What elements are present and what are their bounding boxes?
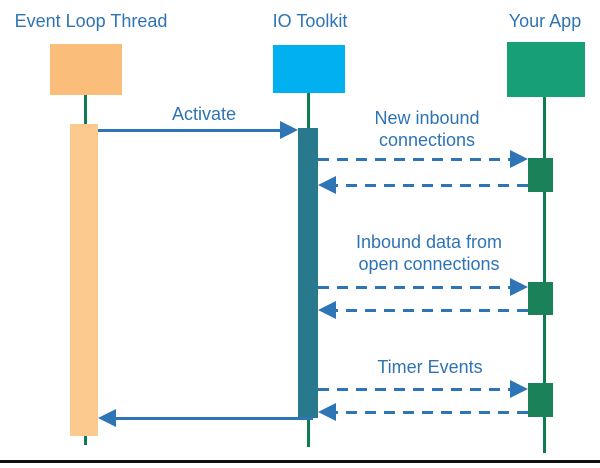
lifeline-event-loop-thread-top (84, 95, 87, 125)
actor-box-your-app (507, 42, 585, 97)
activation-bar-io-toolkit (298, 128, 318, 418)
lifeline-your-app (543, 97, 546, 453)
arrow-timer-events-reply-line (336, 411, 528, 414)
activation-box-your-app-3 (528, 383, 553, 417)
message-label-activate: Activate (171, 104, 237, 124)
arrow-new-inbound-request-head-icon (510, 150, 528, 168)
actor-box-io-toolkit (273, 45, 345, 93)
bottom-border-rule (0, 460, 600, 463)
arrow-inbound-data-reply-line (336, 309, 528, 312)
activation-box-your-app-1 (528, 158, 553, 192)
arrow-activate-head-icon (280, 121, 298, 139)
actor-label-your-app: Your App (508, 11, 582, 31)
actor-box-event-loop-thread (50, 44, 122, 95)
activation-box-your-app-2 (528, 282, 553, 315)
lifeline-io-toolkit-top (307, 93, 310, 131)
arrow-new-inbound-reply-head-icon (318, 176, 336, 194)
arrow-timer-events-request-head-icon (510, 380, 528, 398)
lifeline-io-toolkit-bottom (307, 417, 310, 447)
arrow-return-head-icon (98, 409, 116, 427)
arrow-new-inbound-request-line (318, 158, 510, 161)
arrow-inbound-data-request-head-icon (510, 278, 528, 296)
arrow-inbound-data-request-line (318, 286, 510, 289)
message-label-new-inbound-connections: New inbound connections (374, 108, 480, 150)
arrow-activate-line (98, 129, 280, 132)
arrow-timer-events-reply-head-icon (318, 403, 336, 421)
lifeline-event-loop-thread-bottom (84, 435, 87, 445)
arrow-new-inbound-reply-line (336, 184, 528, 187)
actor-label-event-loop-thread: Event Loop Thread (14, 11, 168, 31)
arrow-return-line (116, 417, 313, 420)
message-label-inbound-data: Inbound data from open connections (355, 232, 503, 274)
message-label-timer-events: Timer Events (377, 357, 483, 377)
arrow-timer-events-request-line (318, 388, 510, 391)
actor-label-io-toolkit: IO Toolkit (272, 11, 348, 31)
activation-bar-event-loop-thread (70, 124, 98, 436)
arrow-inbound-data-reply-head-icon (318, 301, 336, 319)
